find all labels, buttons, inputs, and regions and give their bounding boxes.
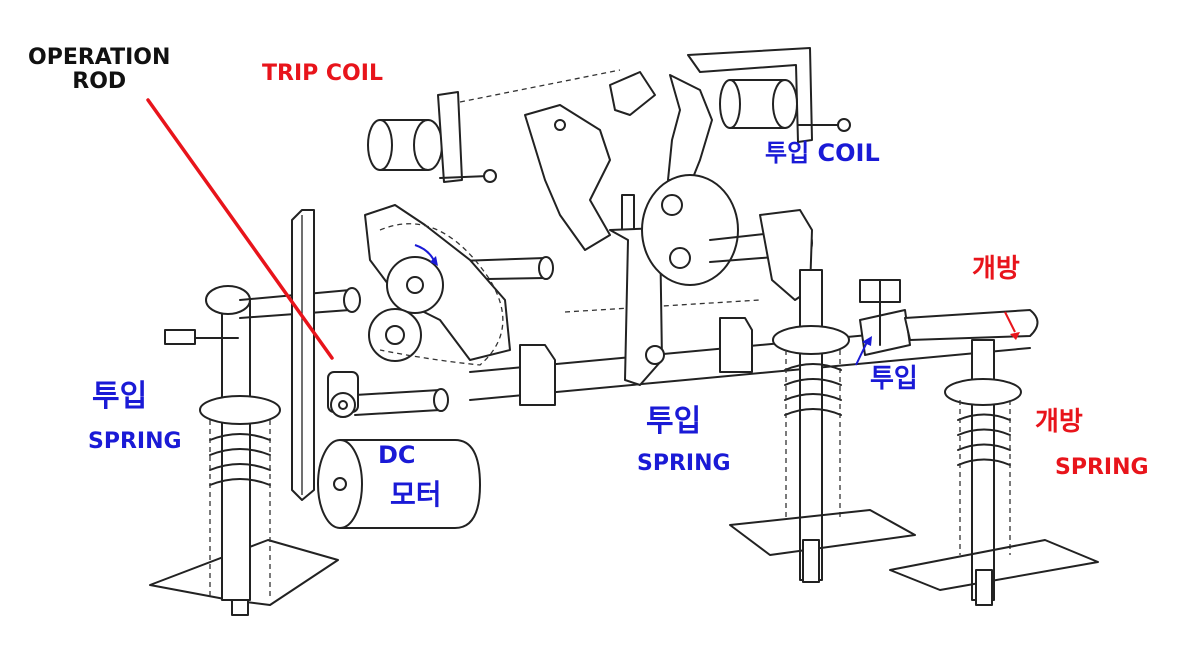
label-open: 개방 [972, 254, 1020, 284]
label-close-spring-left-bottom: SPRING [88, 429, 182, 454]
label-trip-coil: TRIP COIL [262, 61, 383, 86]
dc-motor [317, 439, 481, 529]
label-close-spring-left-top: 투입 [92, 379, 148, 414]
left-closing-spring-assembly [164, 285, 281, 601]
label-close-right: 투입 [870, 364, 918, 394]
closing-coil-assembly [687, 47, 851, 143]
label-open-spring-bottom: SPRING [1055, 455, 1149, 480]
operation-rod-pointer [146, 98, 334, 360]
label-operation-rod: OPERATION ROD [28, 45, 171, 95]
label-close-spring-mid-top: 투입 [646, 404, 702, 439]
label-dc-motor-bottom: 모터 [390, 478, 442, 511]
trip-coil-assembly [367, 69, 621, 183]
label-dc-motor-top: DC [378, 441, 416, 469]
latch-linkage [524, 71, 665, 386]
output-lever [855, 279, 1039, 366]
label-closing-coil: 투입 COIL [765, 139, 880, 167]
closing-cam-wheel [641, 74, 813, 301]
side-frame [291, 209, 315, 501]
middle-closing-spring-assembly [729, 269, 916, 583]
operation-rod-link [327, 371, 359, 418]
label-close-spring-mid-bottom: SPRING [637, 451, 731, 476]
shaft-supports [519, 317, 753, 406]
charging-cam [364, 204, 511, 366]
label-open-spring-top: 개방 [1035, 407, 1083, 437]
opening-spring-assembly [889, 339, 1099, 606]
